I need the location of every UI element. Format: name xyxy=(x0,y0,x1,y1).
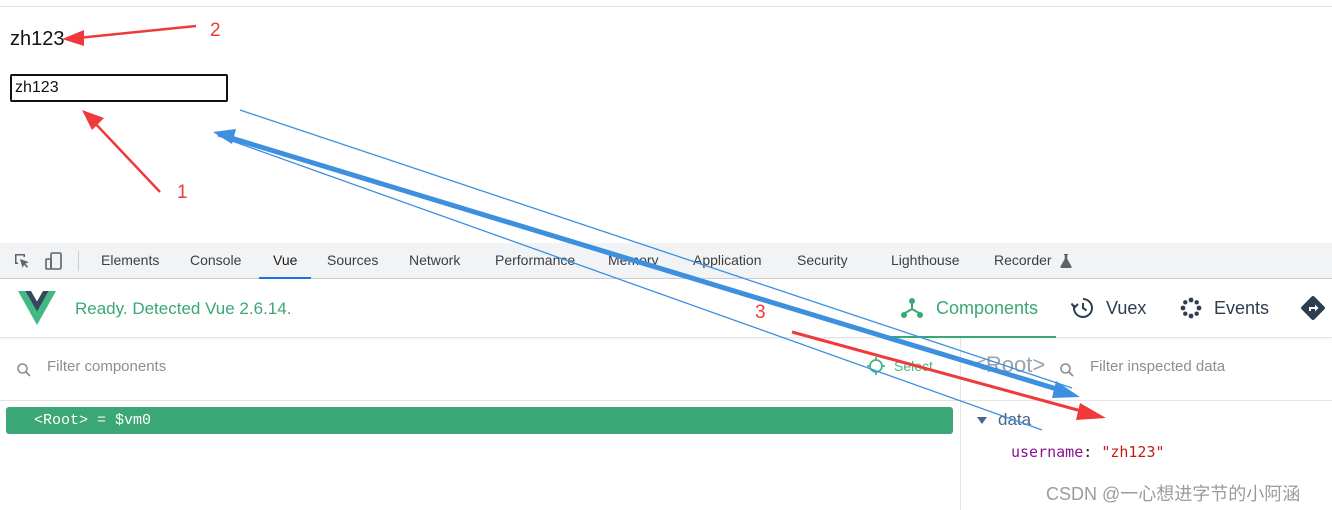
annotation-red-arrow-1 xyxy=(91,119,161,193)
username-input[interactable] xyxy=(10,74,228,102)
filter-components-input[interactable]: Filter components xyxy=(47,358,167,375)
data-section-label: data xyxy=(998,410,1032,429)
search-icon xyxy=(17,363,31,377)
annotation-red-arrowhead-2 xyxy=(62,30,84,46)
nav-components[interactable]: Components xyxy=(883,279,1057,338)
nav-components-label: Components xyxy=(936,297,1039,318)
caret-down-icon xyxy=(977,416,987,424)
history-icon xyxy=(1070,298,1093,318)
flask-icon xyxy=(1060,254,1072,268)
filter-inspected-input[interactable]: Filter inspected data xyxy=(1090,358,1226,375)
components-icon xyxy=(901,298,923,318)
vue-status-text: Ready. Detected Vue 2.6.14. xyxy=(75,299,292,318)
devtools-panel: Elements Console Vue Sources Network Per… xyxy=(0,243,1332,510)
inspect-element-icon[interactable] xyxy=(12,251,32,271)
nav-events-label: Events xyxy=(1214,297,1270,318)
target-icon xyxy=(867,357,885,375)
select-component-button[interactable]: Select xyxy=(866,356,933,376)
events-icon xyxy=(1180,297,1202,319)
prop-key: username xyxy=(1011,443,1084,461)
tab-elements[interactable]: Elements xyxy=(101,252,160,268)
root-tag: <Root> xyxy=(34,412,89,429)
inspected-component-title: <Root> xyxy=(973,352,1046,377)
nav-events[interactable]: Events xyxy=(1180,279,1269,337)
nav-vuex-label: Vuex xyxy=(1106,297,1147,318)
directions-icon xyxy=(1301,296,1325,320)
annotation-red-arrowhead-1 xyxy=(82,110,104,130)
nav-vuex[interactable]: Vuex xyxy=(1070,279,1146,337)
tab-console[interactable]: Console xyxy=(190,252,242,268)
device-toggle-icon[interactable] xyxy=(44,251,64,271)
search-icon xyxy=(1060,363,1074,377)
watermark: CSDN @一心想进字节的小阿涵 xyxy=(1046,484,1301,504)
vue-logo-icon xyxy=(18,291,56,325)
root-var: $vm0 xyxy=(115,412,152,429)
annotation-label-3: 3 xyxy=(755,302,766,323)
select-label: Select xyxy=(894,358,933,374)
tabbar-separator xyxy=(78,251,79,271)
tab-vue[interactable]: Vue xyxy=(258,243,313,279)
prop-colon: : xyxy=(1083,443,1102,461)
tab-application[interactable]: Application xyxy=(693,252,762,268)
tab-lighthouse[interactable]: Lighthouse xyxy=(891,252,960,268)
devtools-tabbar: Elements Console Vue Sources Network Per… xyxy=(0,243,1332,279)
components-pane: Filter components Select <Root> = $vm0 xyxy=(0,338,959,510)
component-tree-root[interactable]: <Root> = $vm0 xyxy=(6,407,953,434)
username-display: zh123 xyxy=(10,28,65,50)
nav-routing[interactable] xyxy=(1300,279,1332,337)
annotation-label-1: 1 xyxy=(177,182,188,203)
tab-performance[interactable]: Performance xyxy=(495,252,576,268)
tab-recorder[interactable]: Recorder xyxy=(994,252,1052,268)
inspector-header: <Root> Filter inspected data xyxy=(961,338,1332,401)
annotation-red-arrow-2 xyxy=(77,24,197,40)
components-filter-row: Filter components Select xyxy=(0,338,959,401)
tab-sources[interactable]: Sources xyxy=(327,252,379,268)
annotation-arrowhead-left xyxy=(213,129,236,144)
root-eq: = xyxy=(88,412,116,429)
data-property-row[interactable]: username: "zh123" xyxy=(1011,443,1165,461)
prop-value: "zh123" xyxy=(1101,443,1165,461)
page-top-border xyxy=(0,6,1332,7)
tab-network[interactable]: Network xyxy=(409,252,461,268)
tab-security[interactable]: Security xyxy=(797,252,848,268)
tab-memory[interactable]: Memory xyxy=(608,252,659,268)
annotation-label-2: 2 xyxy=(210,20,221,41)
data-section-toggle[interactable]: data xyxy=(977,410,1031,430)
vue-devtools-header: Ready. Detected Vue 2.6.14. Components V… xyxy=(0,279,1332,338)
